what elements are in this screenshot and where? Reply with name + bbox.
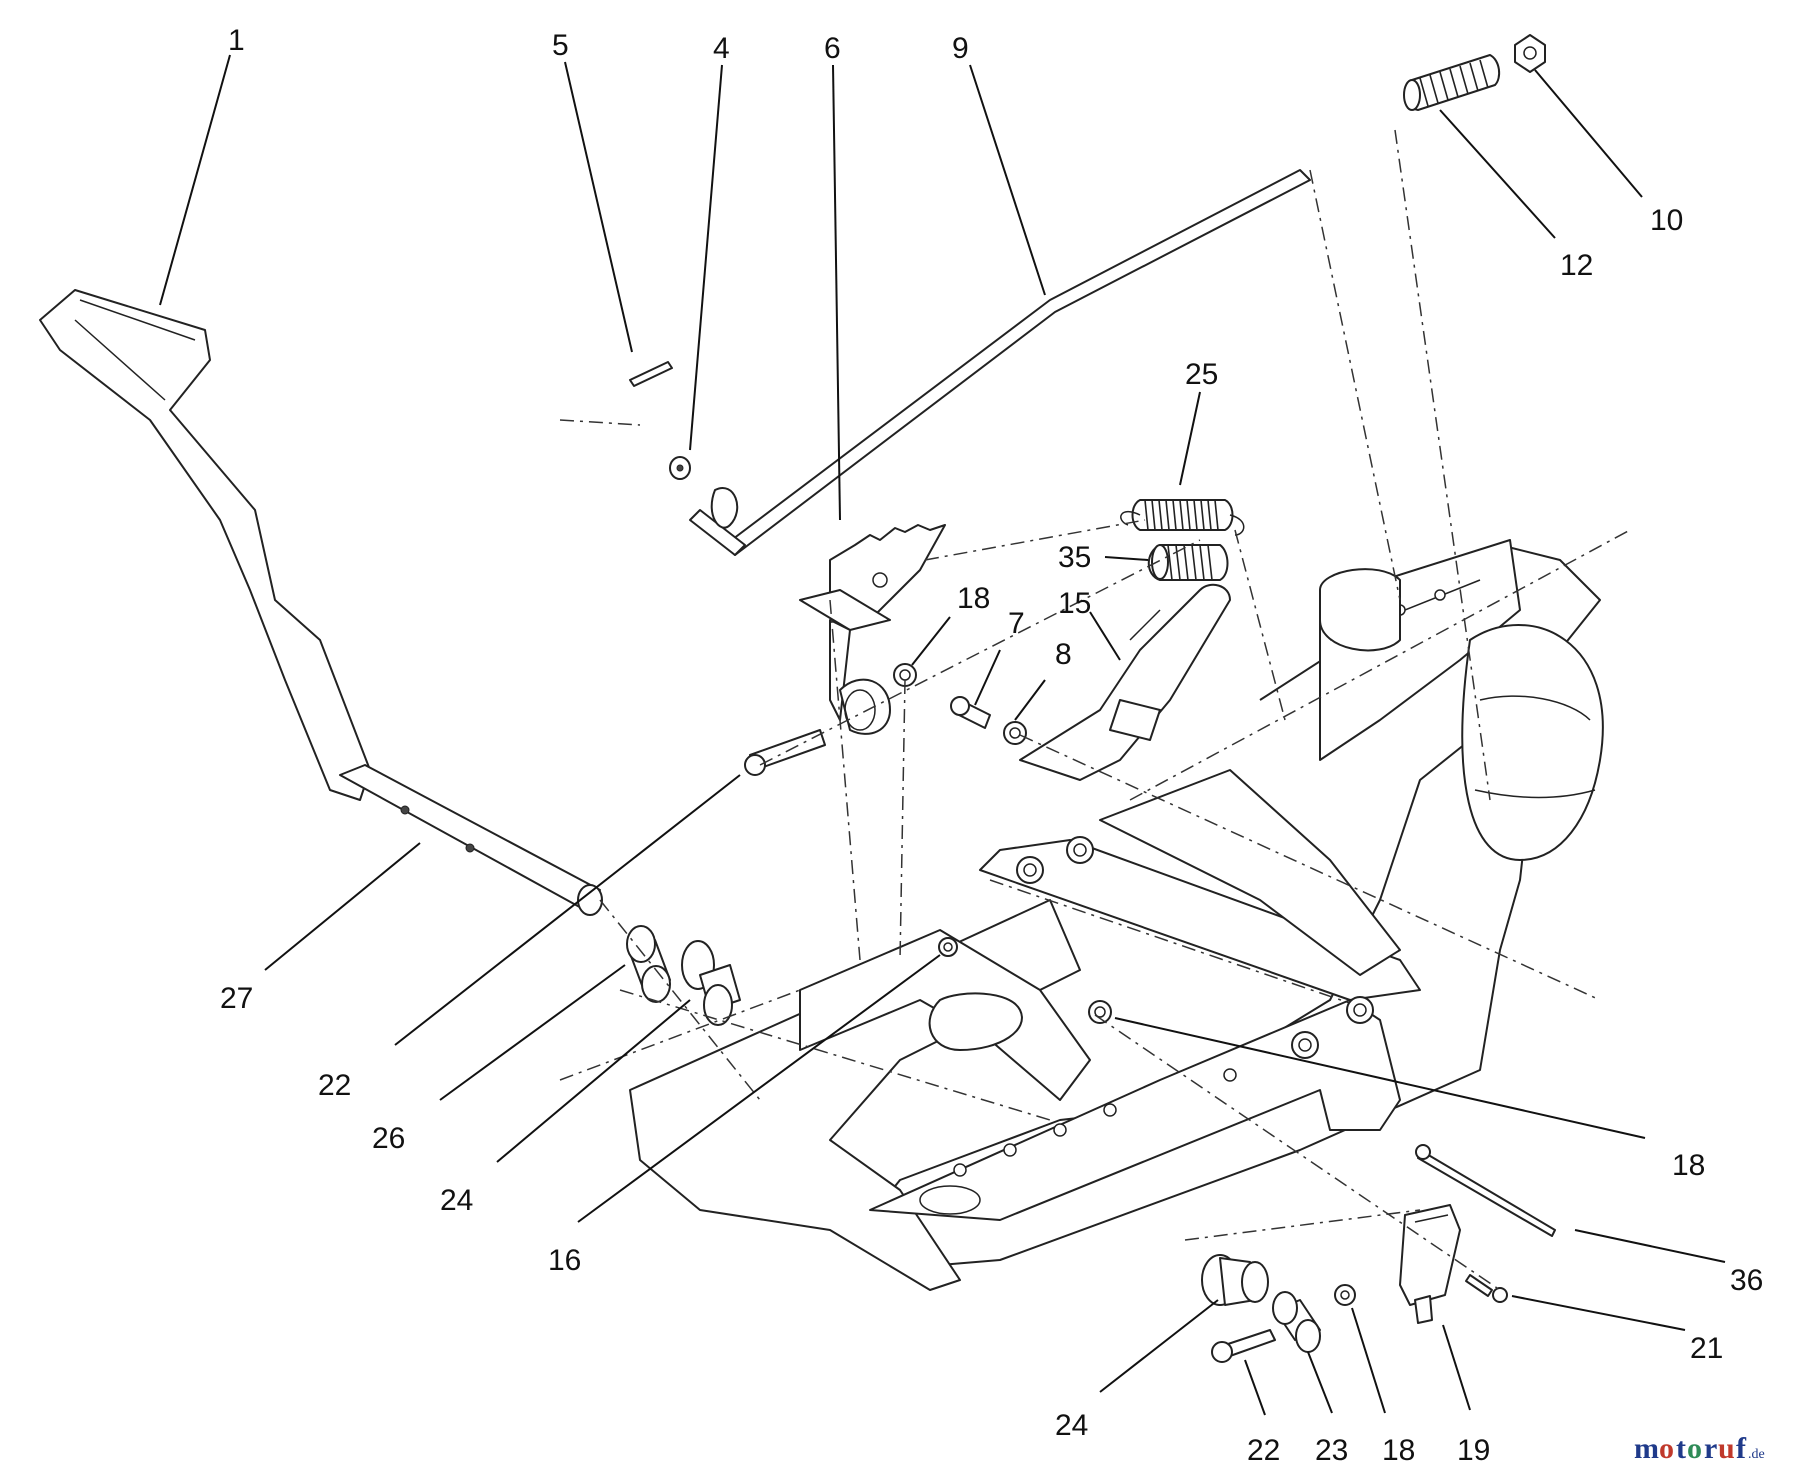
part-label: 25 bbox=[1185, 358, 1218, 391]
part-label: 27 bbox=[220, 982, 253, 1015]
small-nut bbox=[938, 937, 958, 957]
motoruf-watermark-logo: m o t o r u f .de bbox=[1634, 1432, 1765, 1465]
long-cotter-pin bbox=[1415, 1144, 1556, 1237]
lock-nut bbox=[1334, 1284, 1356, 1306]
part-label: 22 bbox=[1247, 1434, 1280, 1467]
part-label: 9 bbox=[952, 32, 969, 65]
hex-bolt bbox=[950, 696, 991, 729]
compression-spring bbox=[1147, 544, 1229, 581]
svg-text:o: o bbox=[1659, 1432, 1674, 1465]
part-label: 22 bbox=[318, 1069, 351, 1102]
bolt-head bbox=[1346, 996, 1374, 1024]
part-label: 10 bbox=[1650, 204, 1683, 237]
ratchet-bracket bbox=[799, 524, 946, 735]
brake-pedal-arm bbox=[39, 289, 371, 801]
svg-text:m: m bbox=[1634, 1432, 1659, 1465]
carriage-bolt bbox=[1211, 1329, 1276, 1363]
hex-bolt bbox=[744, 729, 826, 776]
part-label: 18 bbox=[1382, 1434, 1415, 1467]
hex-nut bbox=[1514, 34, 1546, 73]
bolt-head bbox=[1016, 856, 1044, 884]
part-label: 5 bbox=[552, 29, 569, 62]
part-label: 21 bbox=[1690, 1332, 1723, 1365]
part-label: 7 bbox=[1008, 607, 1025, 640]
part-labels: 1 5 4 6 9 10 12 25 35 15 18 7 8 27 22 26… bbox=[220, 24, 1763, 1467]
brake-rod bbox=[689, 169, 1311, 556]
part-label: 15 bbox=[1058, 587, 1091, 620]
tension-spring bbox=[1403, 54, 1501, 111]
svg-text:r: r bbox=[1704, 1432, 1717, 1465]
flange-bushing bbox=[1201, 1254, 1269, 1306]
part-label: 24 bbox=[1055, 1409, 1088, 1442]
bolt-head bbox=[1291, 1031, 1319, 1059]
bushing bbox=[626, 925, 671, 1003]
leader-lines bbox=[159, 54, 1726, 1416]
svg-text:f: f bbox=[1736, 1432, 1747, 1465]
svg-text:t: t bbox=[1676, 1432, 1686, 1465]
part-label: 4 bbox=[713, 32, 730, 65]
washer bbox=[669, 456, 691, 480]
svg-text:.de: .de bbox=[1748, 1447, 1765, 1462]
part-label: 18 bbox=[957, 582, 990, 615]
pedal-shaft bbox=[339, 764, 603, 916]
svg-text:u: u bbox=[1718, 1432, 1735, 1465]
lock-nut bbox=[893, 663, 917, 687]
part-label: 23 bbox=[1315, 1434, 1348, 1467]
part-label: 6 bbox=[824, 32, 841, 65]
lock-nut bbox=[1088, 1000, 1112, 1024]
assembly-guide-lines bbox=[559, 129, 1631, 1291]
part-label: 24 bbox=[440, 1184, 473, 1217]
part-label: 26 bbox=[372, 1122, 405, 1155]
part-label: 19 bbox=[1457, 1434, 1490, 1467]
bolt-head bbox=[1066, 836, 1094, 864]
part-label: 35 bbox=[1058, 541, 1091, 574]
part-label: 8 bbox=[1055, 638, 1072, 671]
part-label: 12 bbox=[1560, 249, 1593, 282]
brake-lock-block bbox=[1399, 1204, 1461, 1324]
hex-nut bbox=[1003, 721, 1027, 745]
cotter-pin bbox=[629, 361, 673, 387]
small-screw bbox=[1465, 1274, 1508, 1303]
part-label: 18 bbox=[1672, 1149, 1705, 1182]
part-label: 16 bbox=[548, 1244, 581, 1277]
extension-spring bbox=[1120, 499, 1245, 536]
flange-bushing bbox=[681, 940, 741, 1026]
svg-text:o: o bbox=[1687, 1432, 1702, 1465]
parking-brake-latch bbox=[1019, 583, 1231, 781]
part-label: 36 bbox=[1730, 1264, 1763, 1297]
collar bbox=[1272, 1291, 1321, 1353]
part-label: 1 bbox=[228, 24, 245, 57]
